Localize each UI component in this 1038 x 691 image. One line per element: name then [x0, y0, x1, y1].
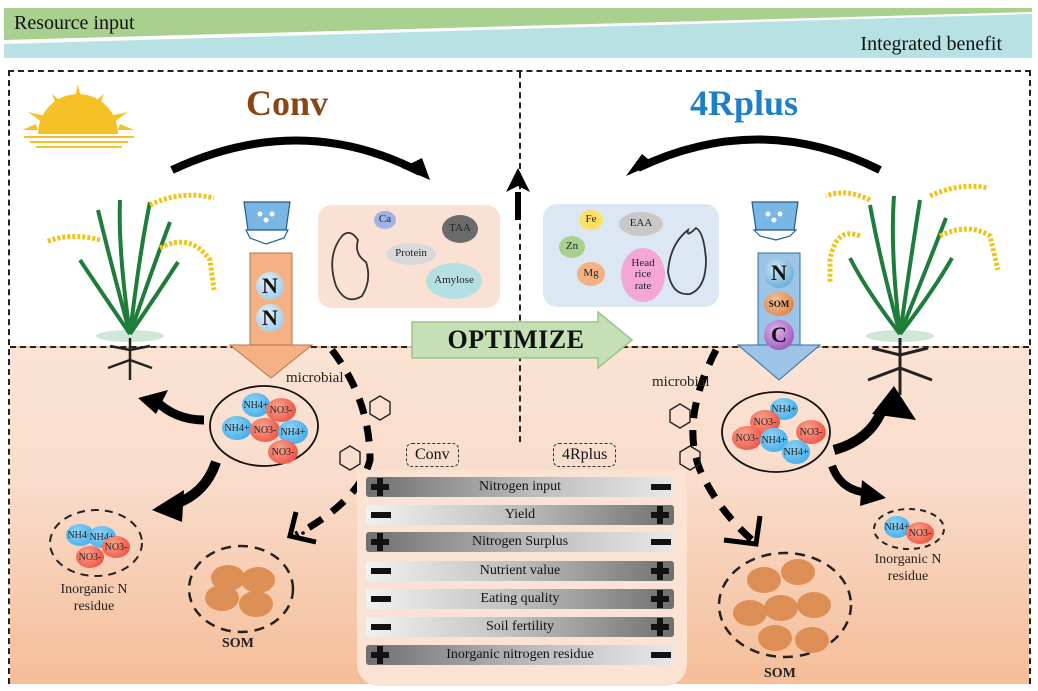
resource-input-wedge — [4, 8, 1032, 40]
minus-icon — [370, 617, 391, 637]
quality-item-label: Zn — [565, 240, 579, 253]
comparison-row-label: Eating quality — [480, 591, 560, 606]
conv-nutrient-n-2: N — [256, 304, 284, 332]
quality-item-head-rice-rate: Head rice rate — [621, 248, 665, 302]
conv-grain-quality-box: Ca TAA Protein Amylose — [318, 205, 500, 308]
conv-som-label: SOM — [222, 636, 254, 651]
comparison-row-label: Yield — [504, 507, 536, 522]
quality-item-fe: Fe — [579, 210, 603, 230]
conv-ion-no3: NO3- — [250, 418, 280, 442]
minus-icon — [650, 477, 671, 497]
comparison-row: Nitrogen input — [366, 477, 674, 497]
quality-item-eaa: EAA — [619, 212, 663, 236]
4rplus-residue-ion: NO3- — [906, 522, 934, 544]
plus-icon — [370, 532, 390, 552]
quality-item-label: Protein — [395, 247, 427, 260]
comparison-header-conv: Conv — [406, 443, 459, 467]
quality-item-taa: TAA — [442, 215, 478, 243]
conv-residue-label: Inorganic N residue — [60, 582, 128, 614]
quality-item-label: Head rice rate — [631, 256, 655, 292]
quality-item-label: TAA — [449, 222, 471, 235]
quality-item-label: Amylose — [434, 274, 474, 287]
conv-ion-nh4: NH4+ — [222, 416, 252, 440]
conv-residue-ion: NO3- — [76, 546, 104, 568]
plus-icon — [650, 561, 670, 581]
quality-item-protein: Protein — [386, 243, 436, 265]
4rplus-som-label: SOM — [764, 666, 796, 681]
conv-microbial-label: microbial — [286, 370, 344, 386]
conv-ion-nh4: NH4+ — [242, 393, 270, 417]
plus-icon — [370, 645, 390, 665]
minus-icon — [370, 561, 391, 581]
comparison-row: Nutrient value — [366, 561, 674, 581]
optimize-label: OPTIMIZE — [447, 325, 585, 354]
4rplus-title: 4Rplus — [690, 83, 799, 123]
4rplus-nutrient-c: C — [764, 320, 794, 350]
4rplus-microbial-label: microbial — [652, 374, 710, 390]
resource-input-label: Resource input — [14, 12, 135, 34]
4rplus-nutrient-som: SOM — [764, 292, 794, 316]
comparison-row: Nitrogen Surplus — [366, 532, 674, 552]
4rplus-nutrient-n: N — [764, 258, 794, 288]
quality-item-zn: Zn — [559, 236, 585, 258]
conv-residue-ion: NO3- — [102, 536, 130, 558]
plus-icon — [650, 505, 670, 525]
conv-ion-no3: NO3- — [266, 398, 296, 422]
comparison-row: Soil fertility — [366, 617, 674, 637]
quality-item-ca: Ca — [374, 211, 396, 229]
comparison-row: Yield — [366, 505, 674, 525]
4rplus-ion-no3: NO3- — [732, 426, 762, 450]
4rplus-ion-nh4: NH4+ — [782, 440, 810, 464]
integrated-benefit-label: Integrated benefit — [860, 33, 1002, 55]
plus-icon — [370, 477, 390, 497]
quality-item-amylose: Amylose — [426, 263, 482, 299]
plus-icon — [650, 589, 670, 609]
quality-item-mg: Mg — [577, 262, 605, 286]
comparison-row-label: Nutrient value — [479, 563, 561, 578]
4rplus-residue-label: Inorganic N residue — [874, 552, 942, 584]
4rplus-residue-ion: NH4+ — [884, 516, 910, 538]
minus-icon — [650, 645, 671, 665]
minus-icon — [650, 532, 671, 552]
conv-nutrient-n-1: N — [256, 272, 284, 300]
quality-item-label: Ca — [378, 213, 392, 226]
comparison-header-4rplus: 4Rplus — [553, 443, 617, 467]
minus-icon — [370, 589, 391, 609]
minus-icon — [370, 505, 391, 525]
banner-wedges — [4, 8, 1032, 58]
comparison-row-label: Nitrogen input — [478, 479, 562, 494]
quality-item-label: EAA — [629, 217, 653, 230]
plus-icon — [650, 617, 670, 637]
conv-title: Conv — [246, 83, 329, 123]
comparison-row: Eating quality — [366, 589, 674, 609]
integrated-benefit-wedge — [4, 14, 1032, 58]
conv-residue-ion: NH4+ — [66, 524, 94, 546]
comparison-row-label: Nitrogen Surplus — [471, 534, 569, 549]
conv-ion-no3: NO3- — [268, 440, 298, 464]
comparison-row: Inorganic nitrogen residue — [366, 645, 674, 665]
comparison-row-label: Inorganic nitrogen residue — [446, 647, 594, 662]
comparison-row-label: Soil fertility — [485, 619, 555, 634]
quality-item-label: Mg — [583, 267, 599, 280]
resource-benefit-banner: Resource input Integrated benefit — [0, 0, 1038, 60]
4rplus-grain-quality-box: Fe EAA Zn Mg Head rice rate — [543, 204, 719, 307]
center-divider — [519, 72, 521, 442]
quality-item-label: Fe — [585, 213, 597, 226]
